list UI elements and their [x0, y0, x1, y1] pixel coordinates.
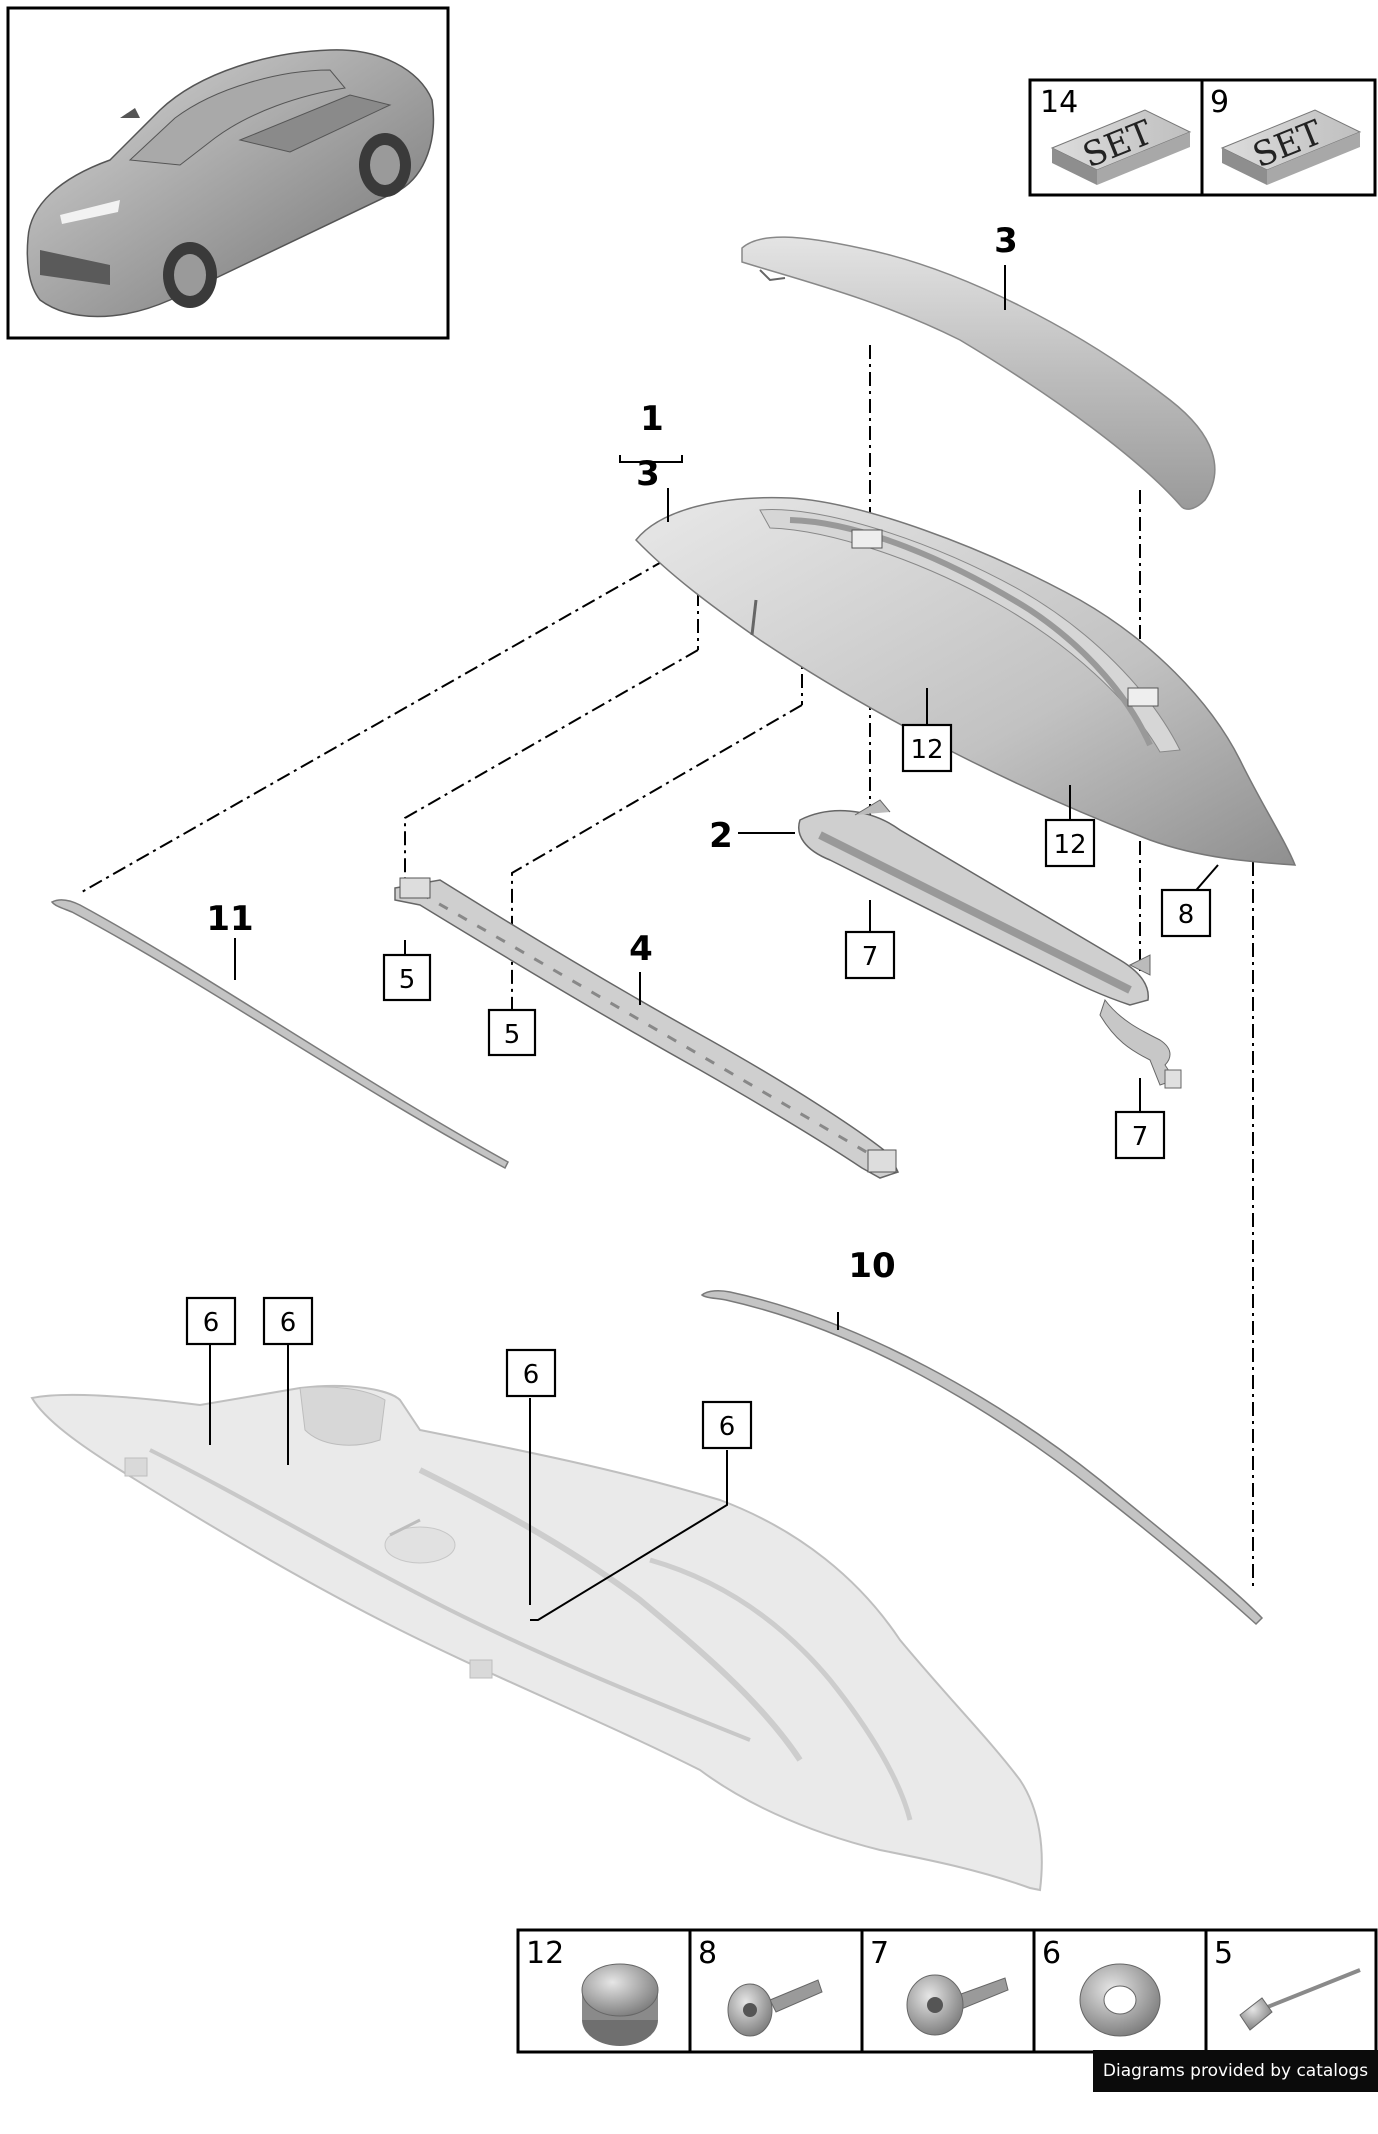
ref-box-8[interactable]: 8	[1160, 888, 1212, 938]
set-cell-number: 9	[1210, 85, 1229, 120]
ref-box-7[interactable]: 7	[844, 930, 896, 980]
spoiler-drive-unit	[798, 799, 1182, 1089]
hardware-cell-number: 7	[870, 1936, 889, 1971]
ref-box-label: 6	[203, 1308, 220, 1338]
ref-box-label: 7	[862, 942, 879, 972]
ref-box-7[interactable]: 7	[1114, 1110, 1166, 1160]
torx-bolt-icon	[727, 1979, 823, 2037]
callout-4[interactable]: 4	[629, 929, 653, 969]
spoiler-blade	[741, 236, 1216, 510]
set-box-icon	[1050, 109, 1192, 185]
ref-box-6[interactable]: 6	[262, 1296, 314, 1346]
callout-11[interactable]: 11	[206, 899, 253, 939]
trim-strip-10	[700, 1290, 1264, 1626]
hardware-cell-number: 5	[1214, 1936, 1233, 1971]
rear-wing-assembly	[635, 496, 1297, 866]
hardware-cell-12[interactable]: 12	[526, 1936, 659, 2046]
ref-box-label: 8	[1178, 900, 1195, 930]
ref-box-6[interactable]: 6	[505, 1348, 557, 1398]
rivet-icon	[1239, 1968, 1361, 2031]
ref-box-label: 6	[523, 1360, 540, 1390]
boxed-refs: 12 12 8 7 7 5 5 6	[185, 723, 1212, 1450]
mounting-bracket-strip	[394, 877, 900, 1179]
callout-1[interactable]: 1	[640, 399, 664, 439]
set-cell-14[interactable]: 14 SET	[1040, 85, 1192, 185]
ref-box-label: 6	[719, 1412, 736, 1442]
set-box-icon	[1220, 109, 1362, 185]
callout-3[interactable]: 3	[994, 221, 1018, 261]
ref-box-label: 12	[1053, 830, 1086, 860]
flange-screw-icon	[906, 1974, 1009, 2036]
ref-box-5[interactable]: 5	[487, 1008, 537, 1057]
hardware-cell-8[interactable]: 8	[698, 1936, 823, 2037]
hardware-cell-7[interactable]: 7	[870, 1936, 1009, 2036]
callout-10[interactable]: 10	[848, 1246, 895, 1286]
ref-box-6[interactable]: 6	[701, 1400, 753, 1450]
set-table: 14 SET 9 SET	[1028, 78, 1377, 197]
hardware-cell-number: 6	[1042, 1936, 1061, 1971]
set-cell-number: 14	[1040, 85, 1078, 120]
ref-box-label: 5	[399, 965, 416, 995]
hardware-cell-number: 8	[698, 1936, 717, 1971]
car-image	[26, 49, 435, 318]
ref-box-12[interactable]: 12	[901, 723, 953, 773]
hardware-cell-5[interactable]: 5	[1214, 1936, 1361, 2031]
ref-box-label: 5	[504, 1020, 521, 1050]
ref-box-12[interactable]: 12	[1044, 818, 1096, 868]
hardware-cell-number: 12	[526, 1936, 564, 1971]
ref-box-label: 12	[910, 735, 943, 765]
washer-nut-icon	[1079, 1963, 1161, 2037]
ref-box-label: 7	[1132, 1122, 1149, 1152]
tailgate	[30, 1384, 1043, 1892]
leader-lines	[209, 265, 1219, 1621]
ref-box-5[interactable]: 5	[382, 953, 432, 1002]
callout-2[interactable]: 2	[709, 816, 733, 856]
callout-3-sub[interactable]: 3	[636, 454, 660, 494]
callouts: 1 3 3 2 4 10 11	[206, 221, 1018, 1286]
trim-strip-11	[50, 899, 509, 1170]
hardware-table: 12 8 7 6	[516, 1928, 1378, 2054]
cap-plug-icon	[581, 1963, 659, 2046]
vehicle-thumbnail	[6, 6, 450, 340]
ref-box-label: 6	[280, 1308, 297, 1338]
credit-footer: Diagrams provided by catalogs parts	[1093, 2050, 1378, 2123]
ref-box-6[interactable]: 6	[185, 1296, 237, 1346]
hardware-cell-6[interactable]: 6	[1042, 1936, 1161, 2037]
